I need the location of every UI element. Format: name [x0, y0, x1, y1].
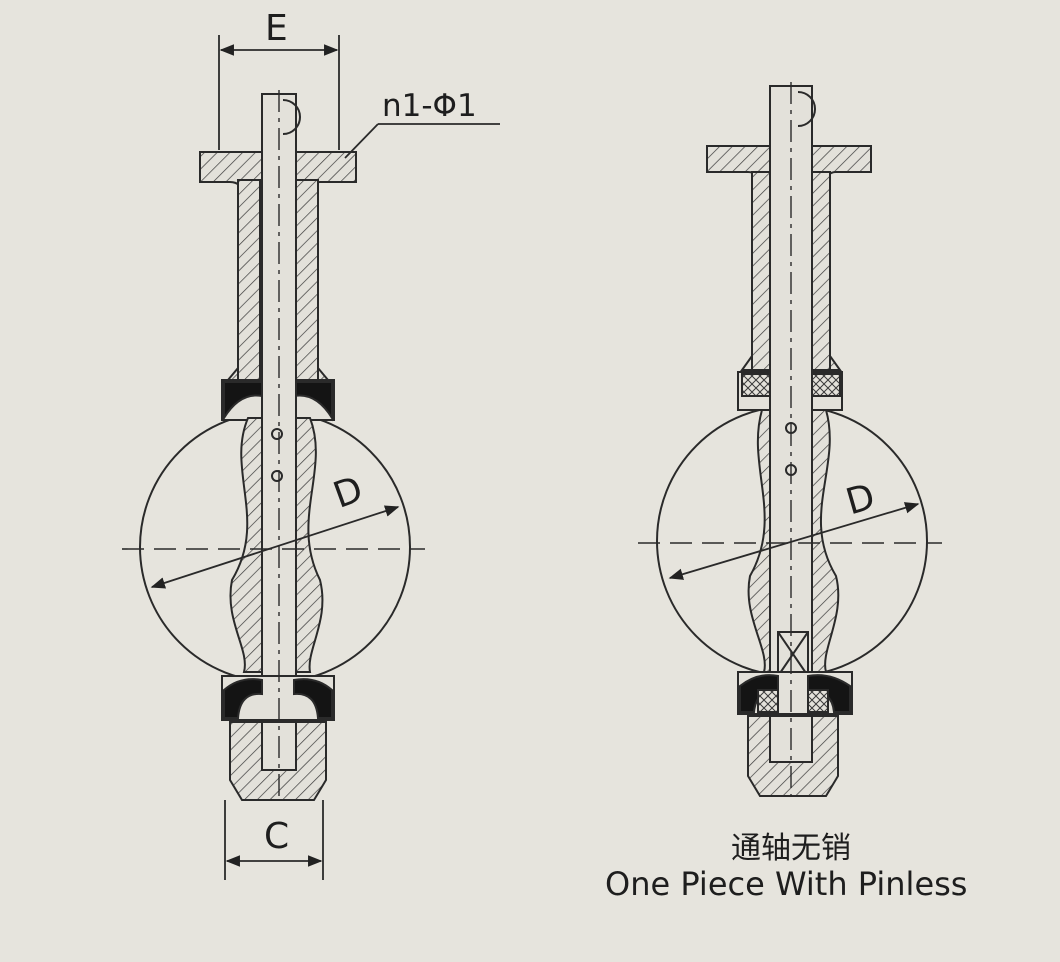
left-valve-drawing — [122, 90, 425, 801]
caption-english: One Piece With Pinless — [605, 865, 967, 903]
right-dimension-d — [668, 502, 920, 580]
right-neck-wall-right — [811, 171, 831, 371]
dimension-c-label: C — [264, 816, 289, 857]
dimension-e — [218, 35, 340, 150]
caption-chinese: 通轴无销 — [731, 831, 851, 866]
dimension-c — [224, 800, 324, 880]
left-dimension-d-label: D — [328, 469, 368, 517]
callout-leader — [344, 123, 500, 159]
callout-label: n1-Φ1 — [382, 88, 477, 124]
right-valve-drawing — [638, 82, 942, 797]
left-lower-seat — [221, 675, 335, 721]
right-neck-wall-left — [751, 171, 771, 371]
right-lower-seat — [737, 671, 853, 715]
dimension-e-label: E — [265, 8, 288, 49]
right-dimension-d-label: D — [842, 476, 880, 523]
left-neck-wall-right — [295, 179, 319, 381]
left-neck-wall-left — [237, 179, 261, 381]
left-dimension-d — [150, 505, 400, 589]
